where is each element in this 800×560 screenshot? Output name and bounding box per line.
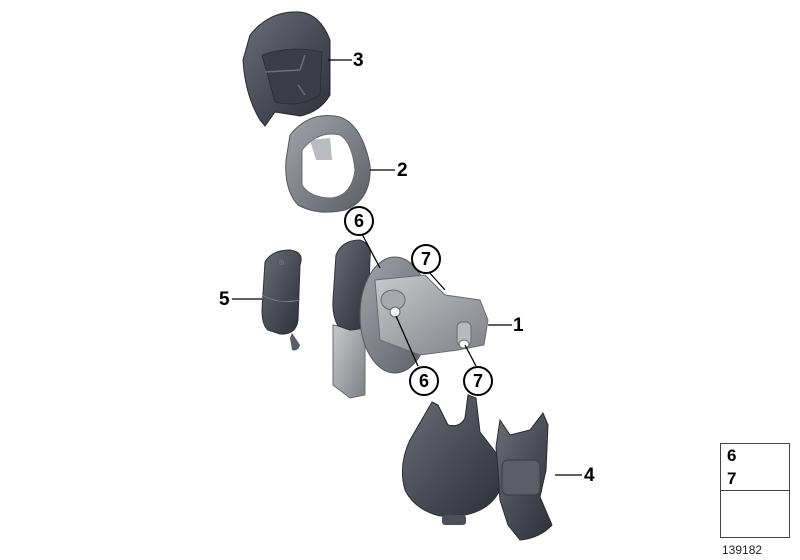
legend-label-6: 6 bbox=[727, 446, 737, 465]
legend-box: 6 7 bbox=[720, 443, 790, 538]
part-upper-cover bbox=[242, 11, 331, 127]
part-connector-housing: ⊕ bbox=[261, 249, 302, 351]
legend-label-7: 7 bbox=[727, 469, 737, 488]
part-actuator-assembly bbox=[332, 239, 489, 399]
legend-divider bbox=[721, 490, 789, 491]
circled-callout-6-bottom: 6 bbox=[409, 366, 439, 396]
part-holder-ring bbox=[285, 115, 371, 213]
callout-4: 4 bbox=[584, 465, 595, 486]
circled-callout-6-top: 6 bbox=[344, 206, 374, 236]
reference-number: 139182 bbox=[722, 543, 763, 557]
part-lower-cover bbox=[401, 394, 553, 541]
svg-text:⊕: ⊕ bbox=[278, 258, 285, 267]
callout-2: 2 bbox=[397, 160, 408, 181]
circled-callout-7-top: 7 bbox=[411, 244, 441, 274]
callout-1: 1 bbox=[513, 315, 524, 336]
circled-callout-7-bottom: 7 bbox=[463, 366, 493, 396]
callout-3: 3 bbox=[353, 50, 364, 71]
callout-5: 5 bbox=[219, 289, 230, 310]
